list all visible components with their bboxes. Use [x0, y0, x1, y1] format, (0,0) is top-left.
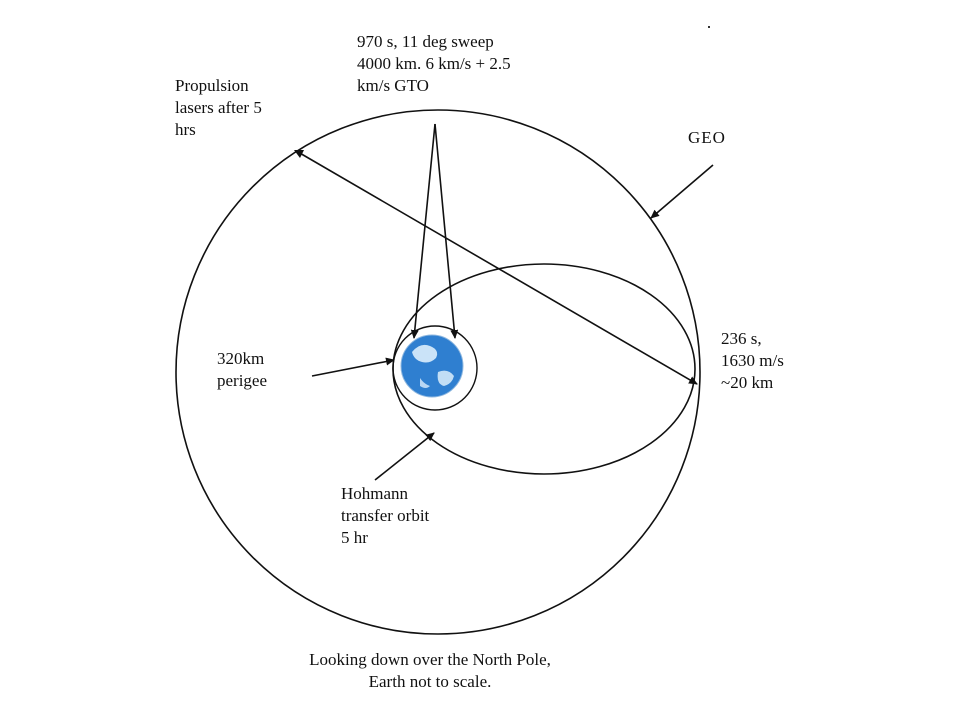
- propulsion-point-arrowhead: [294, 150, 304, 158]
- label-line: 5 hr: [341, 528, 368, 547]
- caption-line: Earth not to scale.: [368, 672, 492, 691]
- diagram-caption: Looking down over the North Pole, Earth …: [230, 649, 630, 693]
- label-line: Propulsion: [175, 76, 249, 95]
- earth-globe-icon: [400, 334, 464, 398]
- label-line: 4000 km. 6 km/s + 2.5: [357, 54, 511, 73]
- low-earth-orbit: [392, 325, 478, 411]
- label-line: lasers after 5: [175, 98, 262, 117]
- label-geo: GEO: [688, 128, 726, 147]
- label-circularization-burn: 236 s, 1630 m/s ~20 km: [721, 328, 784, 394]
- label-line: transfer orbit: [341, 506, 430, 525]
- perigee-arrow: [311, 357, 395, 377]
- label-perigee: 320km perigee: [217, 348, 267, 392]
- label-propulsion-lasers: Propulsion lasers after 5 hrs: [175, 75, 262, 141]
- geo-arrow: [650, 164, 714, 219]
- label-line: 1630 m/s: [721, 351, 784, 370]
- label-line: 320km: [217, 349, 265, 368]
- label-line: hrs: [175, 120, 196, 139]
- label-line: 970 s, 11 deg sweep: [357, 32, 494, 51]
- sweep-arrow-right: [434, 123, 459, 339]
- label-line: km/s GTO: [357, 76, 429, 95]
- propulsion-laser-line: [297, 151, 698, 385]
- label-line: ~20 km: [721, 373, 774, 392]
- hohmann-arrow: [374, 432, 435, 481]
- geo-orbit: [175, 109, 701, 635]
- label-line: Hohmann: [341, 484, 409, 503]
- sweep-arrow-left: [410, 123, 436, 339]
- label-apogee-burn-sweep: 970 s, 11 deg sweep 4000 km. 6 km/s + 2.…: [357, 31, 511, 97]
- label-hohmann-transfer: Hohmann transfer orbit 5 hr: [341, 483, 429, 549]
- label-line: perigee: [217, 371, 268, 390]
- stray-dot: [708, 26, 710, 28]
- caption-line: Looking down over the North Pole,: [309, 650, 551, 669]
- label-line: 236 s,: [721, 329, 762, 348]
